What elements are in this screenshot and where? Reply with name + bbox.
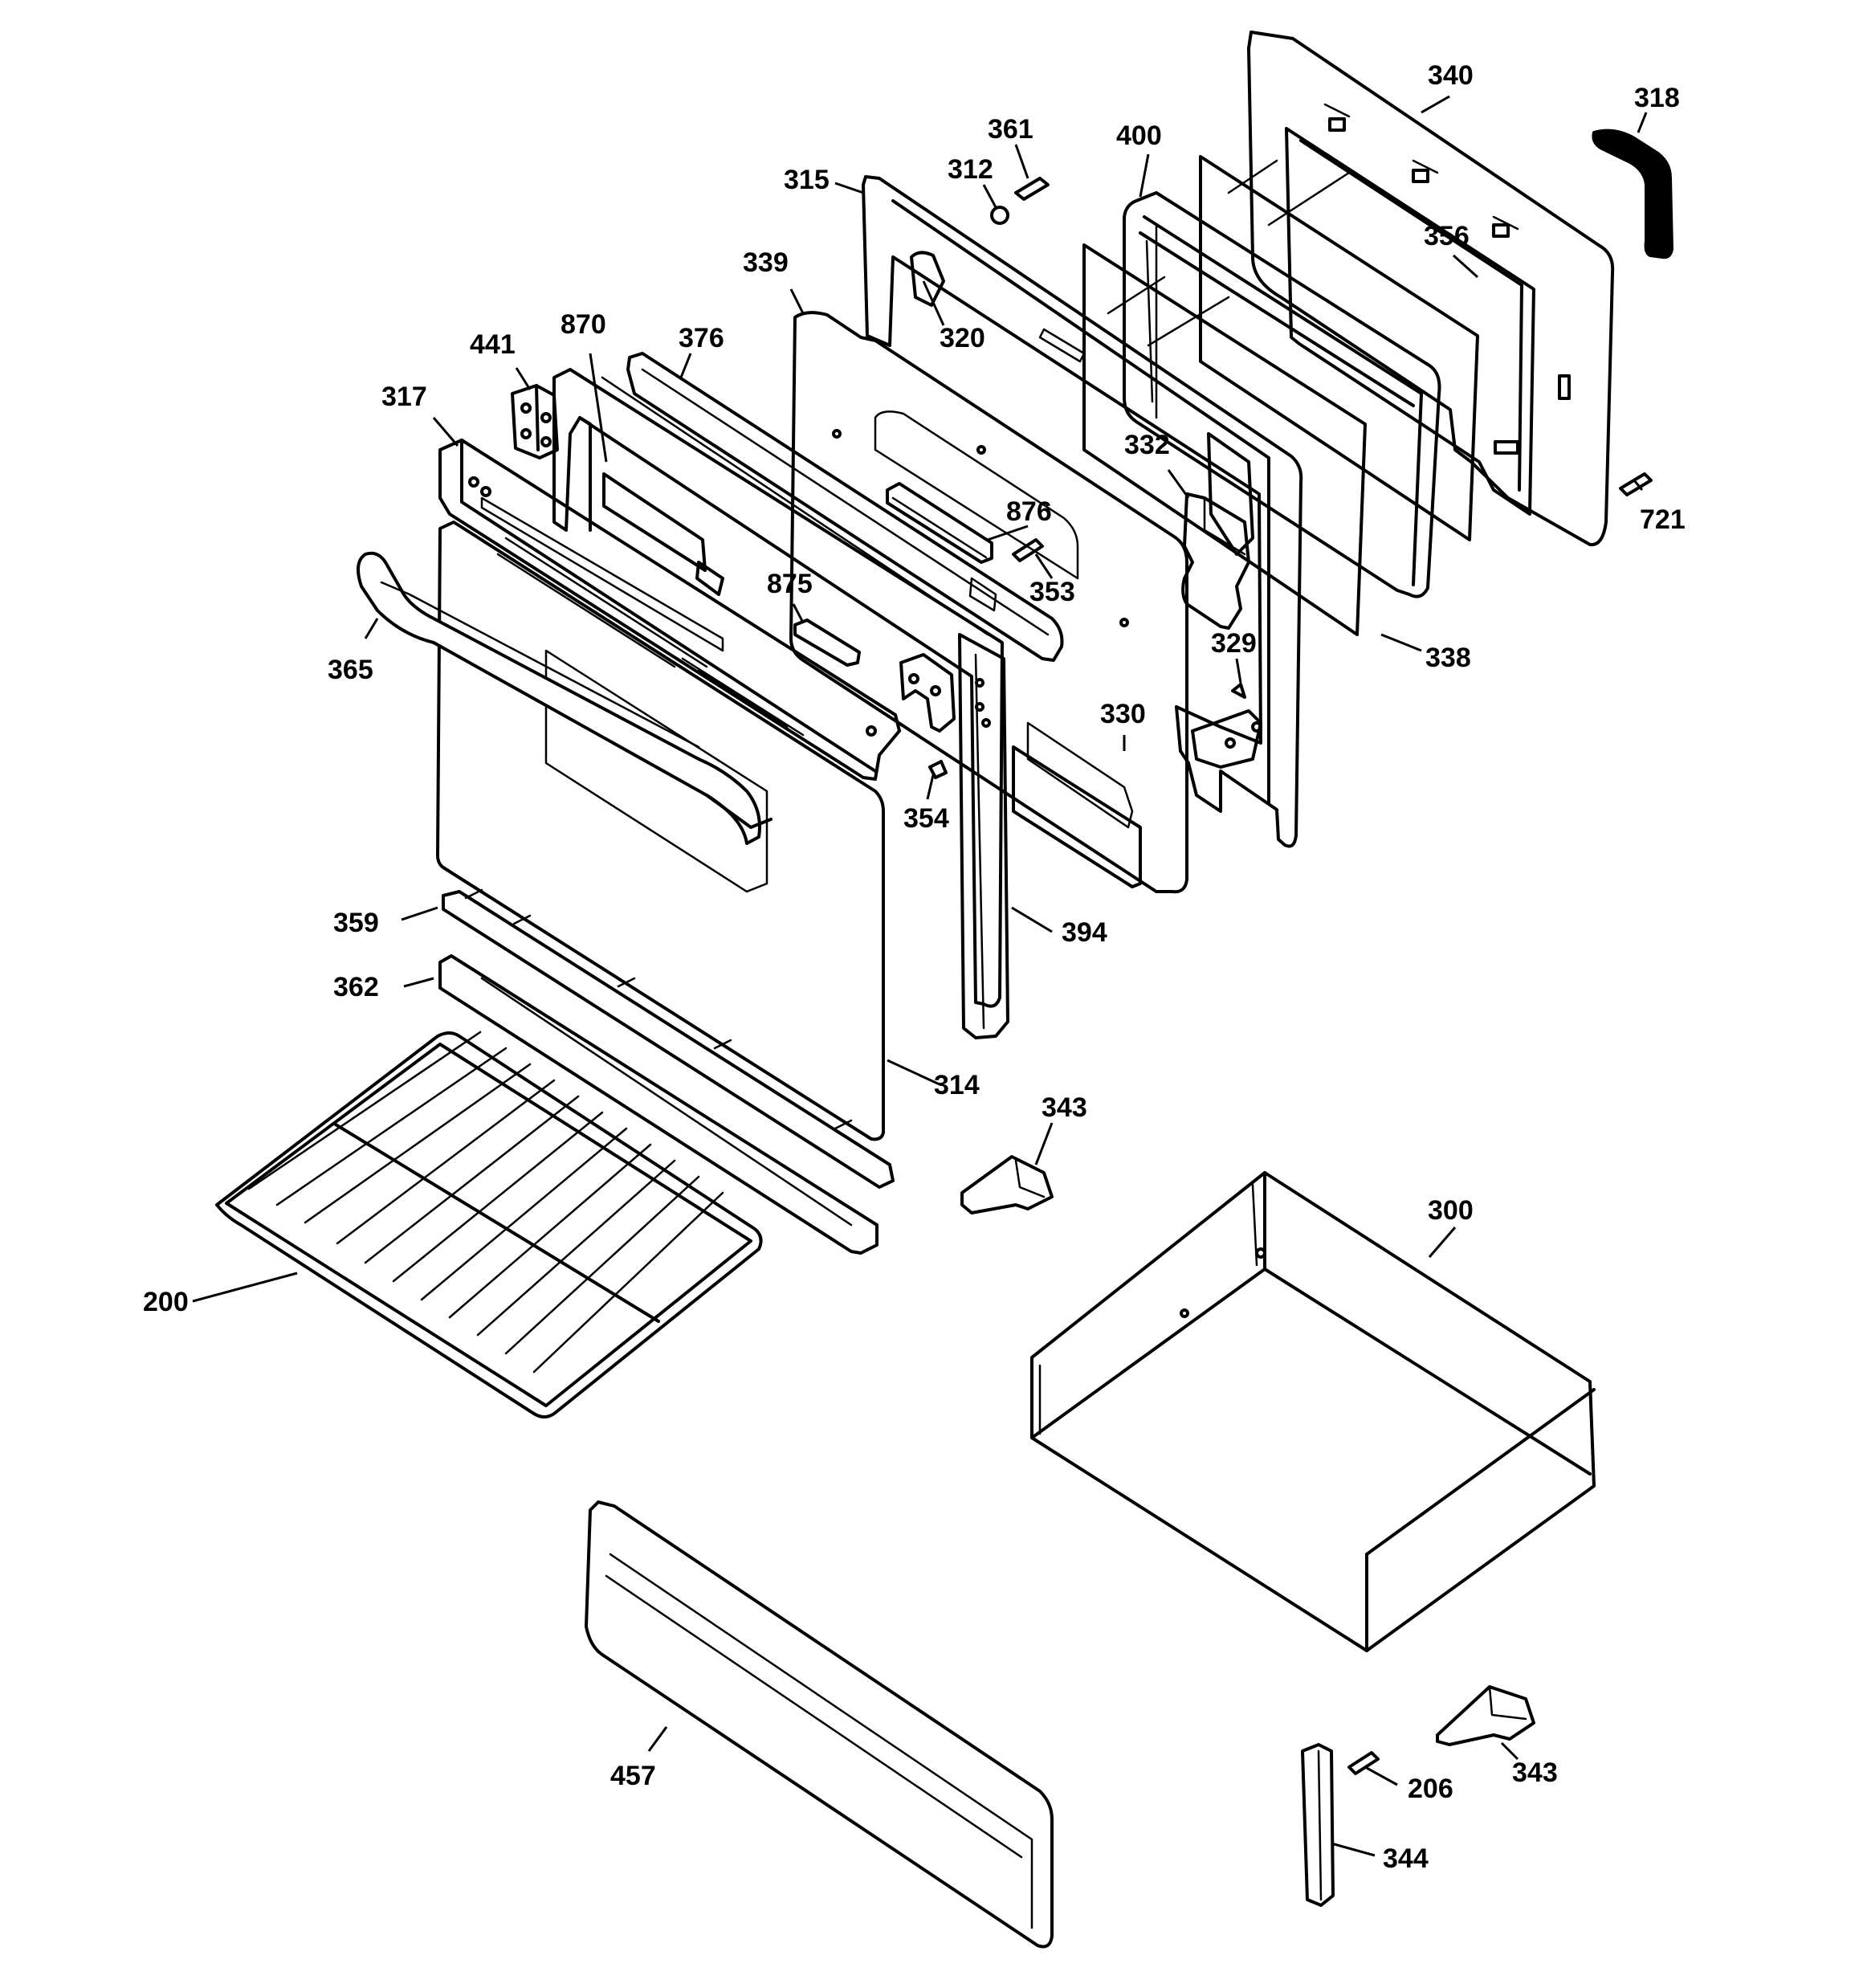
callout-353: 353 [1029,577,1075,607]
part-870-door-frame [552,368,1004,1008]
callout-365: 365 [328,655,373,685]
part-hinge-block [899,653,956,733]
part-400-glass-pack [1123,191,1441,598]
callout-400: 400 [1116,120,1162,151]
callout-317: 317 [381,382,427,412]
part-343-bracket-upper [960,1155,1054,1214]
callout-354: 354 [903,803,949,834]
part-376-trim [626,352,1064,662]
part-332-bracket [1181,492,1250,630]
callout-441: 441 [470,329,516,360]
part-339-insulation [789,311,1188,894]
callout-340: 340 [1428,60,1474,91]
part-457-drawer-front [585,1500,1054,1949]
screw-721 [1619,472,1653,496]
part-330-strip [1012,745,1142,888]
part-394-column [958,633,1009,1039]
callout-320: 320 [940,323,985,353]
callout-362: 362 [333,972,379,1002]
part-314-outer-door [436,520,885,1141]
callout-339: 339 [743,247,789,278]
callout-457: 457 [610,1761,656,1791]
part-441-hinge [511,384,559,459]
screws [928,177,1653,1775]
callout-359: 359 [333,908,379,938]
callout-312: 312 [948,154,993,185]
callout-206: 206 [1408,1774,1453,1804]
callout-376: 376 [679,323,724,353]
part-875-clip [793,618,861,667]
callout-356: 356 [1424,221,1470,251]
screw-353 [1012,538,1044,562]
callout-875: 875 [767,569,813,599]
callout-343-lower: 343 [1512,1757,1558,1788]
callout-721: 721 [1640,504,1686,535]
part-200-rack [215,1031,763,1419]
callout-344: 344 [1383,1843,1429,1874]
callout-318: 318 [1634,83,1680,113]
callout-332: 332 [1124,430,1170,460]
callout-394: 394 [1062,917,1107,948]
callout-330: 330 [1100,699,1146,729]
part-344-rail [1301,1743,1335,1907]
callout-labels: 340 318 361 400 312 315 356 339 320 441 … [143,60,1686,1874]
nut-312 [990,206,1009,225]
part-315-liner-frame [862,175,1303,848]
part-317-top-trim [438,439,901,781]
callout-361: 361 [988,114,1033,145]
callout-870: 870 [561,309,606,340]
part-876-bar [886,482,993,564]
callout-315: 315 [784,165,830,195]
callout-314: 314 [934,1070,980,1100]
callout-200: 200 [143,1287,189,1317]
part-340-rear-frame [1247,31,1615,547]
part-343-bracket-lower [1436,1685,1535,1746]
screw-206 [1347,1751,1380,1775]
part-300-drawer [1030,1171,1596,1652]
part-362-vent [438,954,879,1255]
screw-329 [1231,683,1246,699]
part-318-grip [1592,129,1673,259]
callout-338: 338 [1425,643,1471,673]
part-338-inner-glass [1199,155,1479,541]
screw-354 [928,760,948,779]
part-359-bottom-trim [442,888,895,1189]
callout-300: 300 [1428,1195,1474,1226]
leader-lines [192,95,1648,1857]
callout-343-upper: 343 [1042,1092,1087,1123]
callout-329: 329 [1211,628,1257,659]
callout-876: 876 [1006,496,1052,527]
screw-361 [1014,177,1050,201]
part-365-handle [357,551,773,845]
